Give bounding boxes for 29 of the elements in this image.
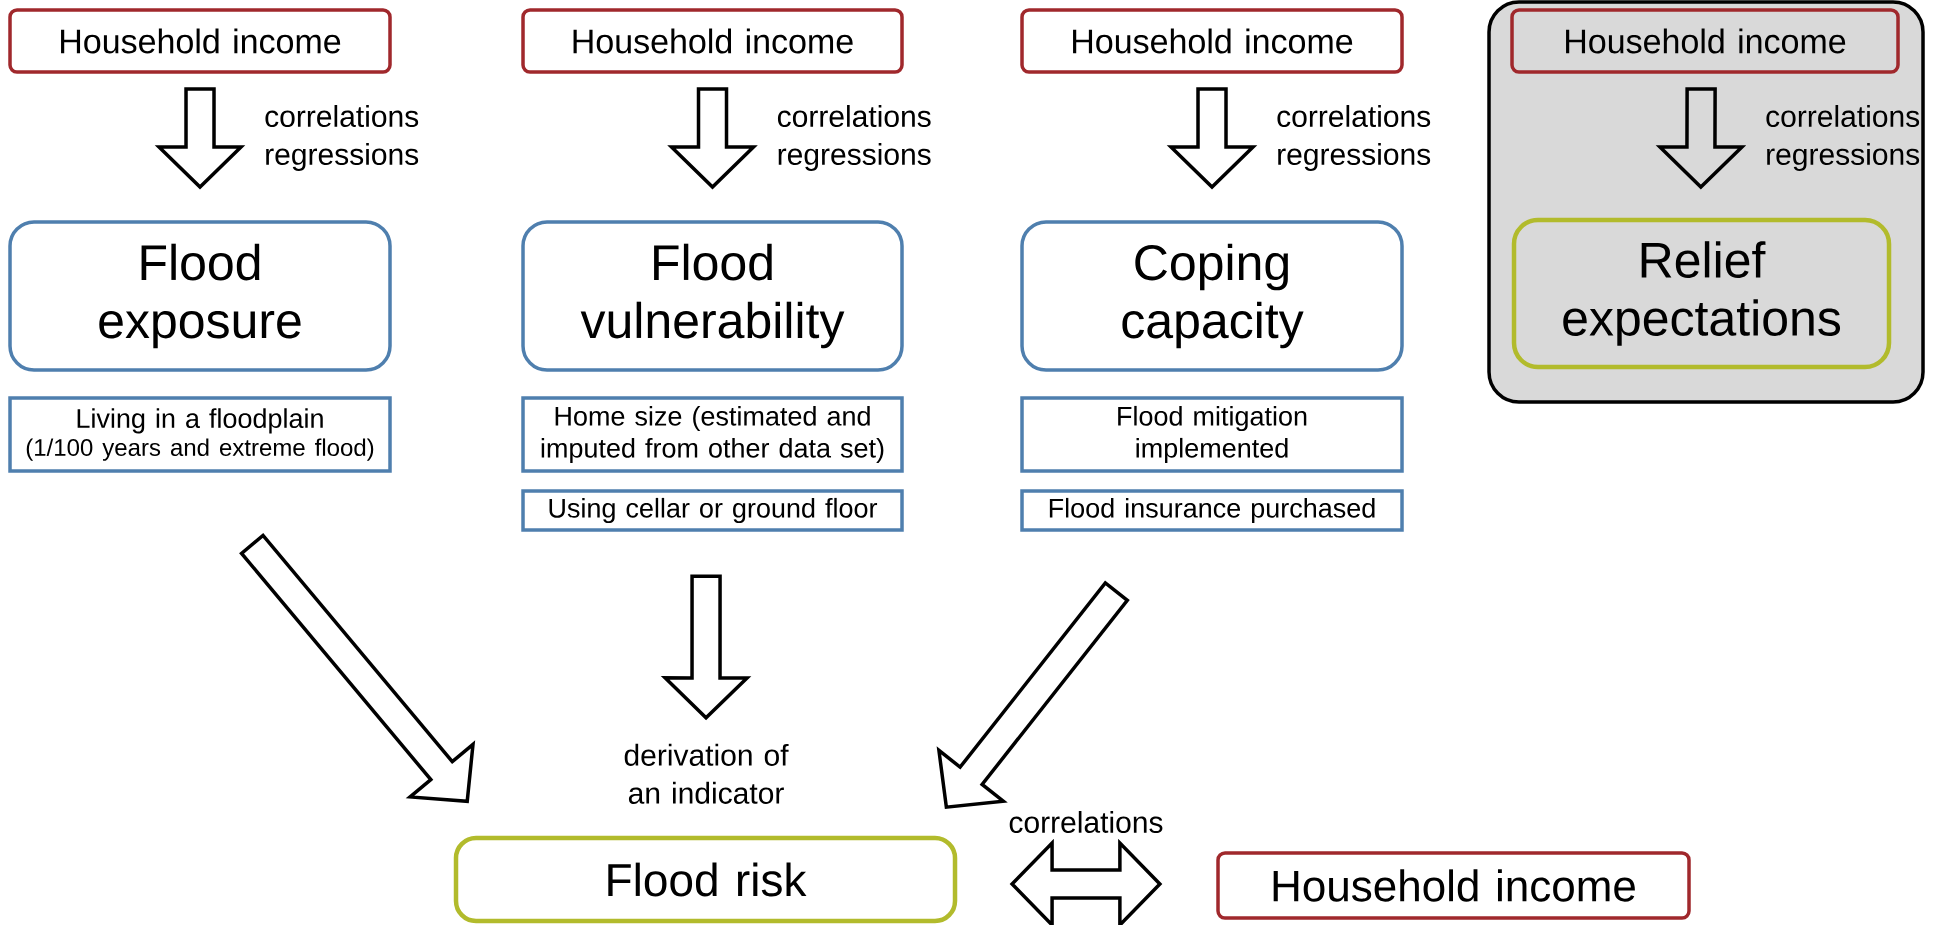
edge-label: correlations regressions	[777, 105, 931, 171]
indicator-box: Home size (estimated and imputed from other data set)	[521, 396, 904, 473]
indicator-box: Flood insurance purchased	[1020, 489, 1404, 532]
block-arrow	[1009, 838, 1163, 925]
block-arrow	[239, 532, 476, 804]
concept-box: Coping capacity	[1020, 220, 1404, 372]
block-arrow	[667, 87, 758, 190]
income-box: Household income	[1020, 8, 1404, 74]
income-box: Household income	[8, 8, 392, 74]
indicator-box: Living in a floodplain (1/100 years and extreme flood)	[8, 396, 392, 473]
concept-box: Flood exposure	[8, 220, 392, 372]
edge-label: correlations	[1009, 810, 1163, 833]
block-arrow	[154, 87, 246, 190]
outcome-box: Relief expectations	[1511, 217, 1892, 370]
edge-label: correlations regressions	[265, 105, 419, 171]
edge-label: derivation of an indicator	[624, 743, 789, 804]
indicator-box: Flood mitigation implemented	[1020, 396, 1404, 473]
block-arrow	[1655, 87, 1747, 190]
edge-label: correlations regressions	[1766, 105, 1920, 171]
income-box: Household income	[521, 8, 904, 74]
income-box: Household income	[1216, 851, 1691, 920]
block-arrow	[660, 574, 752, 721]
concept-box: Flood vulnerability	[521, 220, 904, 372]
income-box: Household income	[1510, 8, 1900, 74]
block-arrow	[1166, 87, 1258, 190]
shaded-panel	[1487, 0, 1925, 404]
edge-label: correlations regressions	[1277, 105, 1431, 171]
outcome-box: Flood risk	[453, 835, 958, 924]
indicator-box: Using cellar or ground floor	[521, 489, 904, 532]
